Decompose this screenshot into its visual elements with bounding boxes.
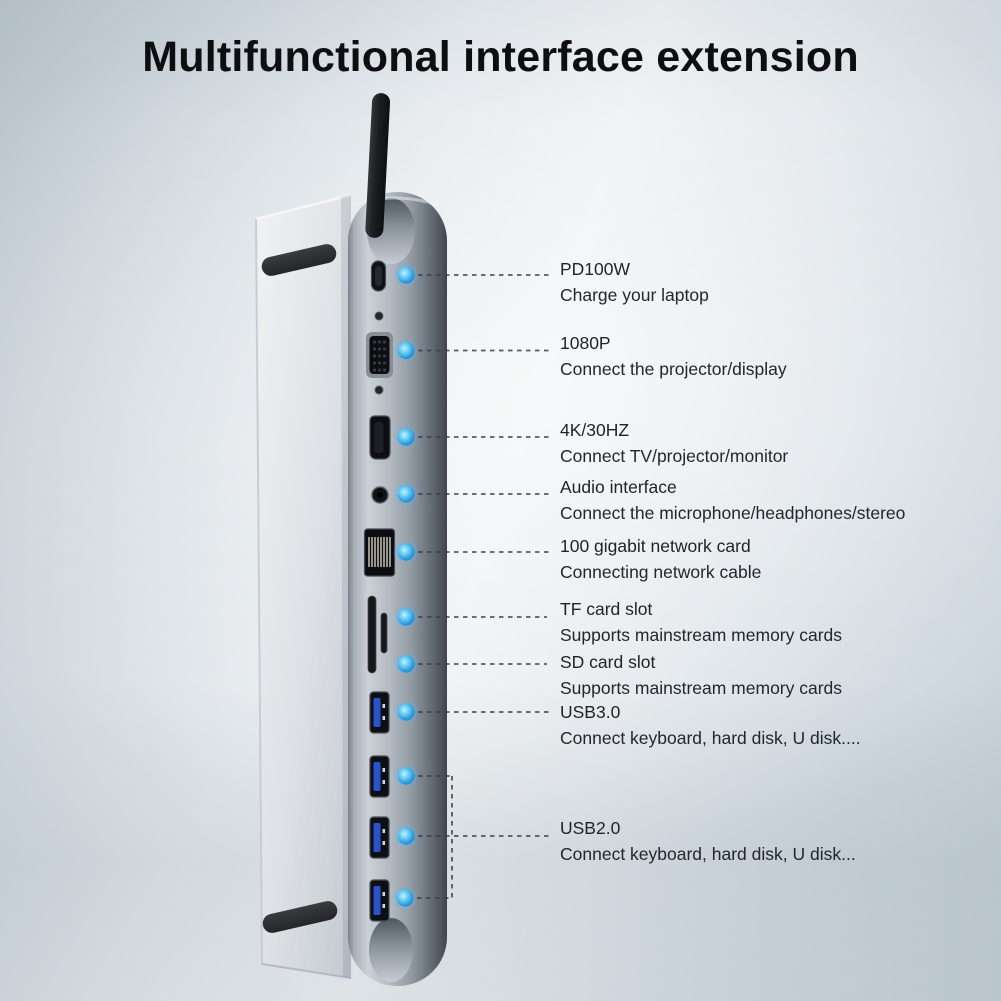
port-label: USB3.0 [560, 702, 621, 722]
callout-tf-slot: TF card slot Supports mainstream memory … [560, 599, 990, 645]
port-label: Audio interface [560, 477, 677, 497]
port-label: 1080P [560, 333, 611, 353]
port-indicator-dot [393, 699, 419, 725]
callout-usb2: USB2.0 Connect keyboard, hard disk, U di… [560, 818, 990, 864]
anti-slip-pad-bottom [262, 901, 338, 933]
hub-device [255, 93, 447, 986]
usb-c-port [370, 260, 387, 292]
callout-lines [417, 274, 549, 899]
port-label: PD100W [560, 259, 631, 279]
port-description: Supports mainstream memory cards [560, 678, 843, 698]
port-indicator-dot [392, 885, 418, 911]
port-indicator-dot [393, 823, 419, 849]
anti-slip-pad-top [261, 244, 337, 276]
port-description: Charge your laptop [560, 285, 709, 305]
usb-a-port [369, 879, 390, 922]
port-description: Connect the projector/display [560, 359, 787, 379]
notch-bottom [369, 918, 413, 982]
port-description: Connecting network cable [560, 562, 762, 582]
port-indicator-dot [393, 604, 419, 630]
sd-card-slot [367, 595, 377, 674]
callout-usb-c-pd: PD100W Charge your laptop [560, 259, 990, 305]
page-title: Multifunctional interface extension [142, 33, 859, 81]
usb-a-port [369, 691, 390, 734]
port-label: TF card slot [560, 599, 653, 619]
usb-a-port [369, 816, 390, 859]
port-description: Supports mainstream memory cards [560, 625, 843, 645]
port-description: Connect keyboard, hard disk, U disk... [560, 844, 856, 864]
port-indicator-dot [393, 539, 419, 565]
screw-hole [374, 311, 384, 321]
port-description: Connect keyboard, hard disk, U disk.... [560, 728, 861, 748]
port-indicator-dot [393, 424, 419, 450]
port-indicator-dot [393, 481, 419, 507]
callout-sd-slot: SD card slot Supports mainstream memory … [560, 652, 990, 698]
port-label: 100 gigabit network card [560, 536, 751, 556]
indicator-dots [392, 262, 419, 911]
callout-vga: 1080P Connect the projector/display [560, 333, 990, 379]
usb-cable [365, 93, 391, 238]
port-strip [348, 192, 447, 986]
port-indicator-dot [393, 337, 419, 364]
callout-ethernet: 100 gigabit network card Connecting netw… [560, 536, 990, 582]
vga-port [366, 332, 393, 378]
port-label: 4K/30HZ [560, 420, 630, 440]
tf-card-slot [380, 612, 388, 654]
screw-hole [374, 385, 384, 395]
ethernet-port [363, 528, 396, 577]
port-label: USB2.0 [560, 818, 621, 838]
audio-jack-port [371, 486, 389, 504]
port-description: Connect the microphone/headphones/stereo [560, 503, 906, 523]
port-indicator-dot [393, 262, 419, 288]
hub-front-panel [255, 193, 352, 979]
usb-a-port [369, 755, 390, 798]
port-description: Connect TV/projector/monitor [560, 446, 789, 466]
port-indicator-dot [393, 763, 419, 789]
hdmi-port [369, 415, 391, 460]
callout-hdmi: 4K/30HZ Connect TV/projector/monitor [560, 420, 990, 466]
callout-usb3: USB3.0 Connect keyboard, hard disk, U di… [560, 702, 990, 748]
port-indicator-dot [393, 651, 419, 677]
port-label: SD card slot [560, 652, 656, 672]
callout-audio: Audio interface Connect the microphone/h… [560, 477, 990, 523]
